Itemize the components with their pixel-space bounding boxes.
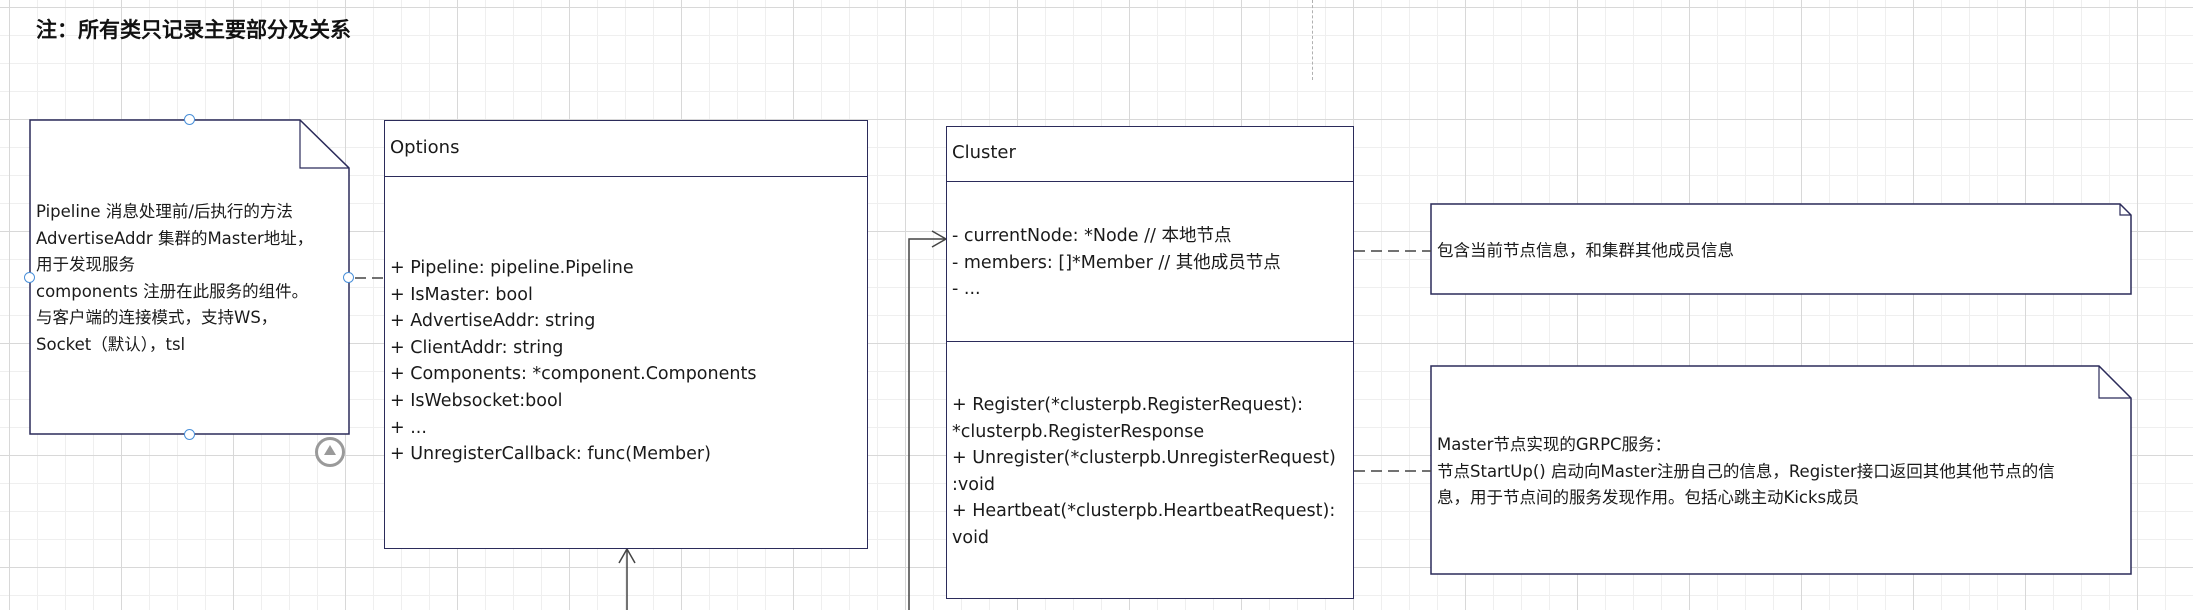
options-class-header: Options — [385, 121, 867, 177]
cluster-compartment-divider — [947, 341, 1353, 342]
resize-handle-top[interactable] — [184, 114, 195, 125]
cluster-class-methods: + Register(*clusterpb.RegisterRequest): … — [952, 392, 1336, 552]
cluster-methods-note-line: 息，用于节点间的服务发现作用。包括心跳主动Kicks成员 — [1437, 488, 1860, 507]
cluster-methods-note-text: Master节点实现的GRPC服务： 节点StartUp() 启动向Master… — [1437, 432, 2055, 512]
cluster-method: + Register(*clusterpb.RegisterRequest): — [952, 395, 1304, 415]
cluster-method: void — [952, 527, 990, 548]
cluster-field: - currentNode: *Node // 本地节点 — [952, 226, 1232, 246]
options-field: + IsMaster: bool — [390, 284, 533, 305]
cluster-field: - ... — [952, 279, 981, 300]
options-class-name: Options — [390, 137, 460, 158]
cluster-fields-note-text: 包含当前节点信息，和集群其他成员信息 — [1437, 241, 1734, 260]
options-field: + IsWebsocket:bool — [390, 390, 563, 411]
cluster-methods-note-line: Master节点实现的GRPC服务： — [1437, 435, 1672, 454]
cluster-methods-note-line: 节点StartUp() 启动向Master注册自己的信息，Register接口返… — [1437, 461, 2055, 481]
cluster-class-box[interactable]: Cluster - currentNode: *Node // 本地节点 - m… — [946, 126, 1354, 599]
cluster-class-name: Cluster — [952, 142, 1016, 163]
cluster-method: *clusterpb.RegisterResponse — [952, 421, 1205, 442]
pipeline-note-line: components 注册在此服务的组件。 — [36, 281, 309, 301]
cluster-class-header: Cluster — [947, 127, 1353, 182]
pipeline-note-shape — [29, 119, 350, 435]
options-class-fields: + Pipeline: pipeline.Pipeline + IsMaster… — [390, 255, 756, 468]
alignment-guide — [1312, 0, 1313, 80]
options-field: + AdvertiseAddr: string — [390, 311, 596, 332]
cluster-field: - members: []*Member // 其他成员节点 — [952, 252, 1281, 273]
options-field: + Pipeline: pipeline.Pipeline — [390, 258, 634, 278]
pipeline-note-line: AdvertiseAddr 集群的Master地址， — [36, 228, 314, 248]
options-association-arrow-head — [618, 547, 636, 564]
options-field: + Components: *component.Components — [390, 364, 757, 385]
options-class-box[interactable]: Options + Pipeline: pipeline.Pipeline + … — [384, 120, 868, 549]
options-field: + ClientAddr: string — [390, 337, 564, 358]
collapse-icon[interactable] — [315, 437, 345, 467]
resize-handle-bottom[interactable] — [184, 429, 195, 440]
cluster-method: :void — [952, 474, 995, 495]
options-field: + UnregisterCallback: func(Member) — [390, 444, 711, 465]
cluster-fields-note-shape — [1430, 203, 2132, 295]
cluster-association-arrow-line — [908, 238, 946, 610]
pipeline-note-line: Pipeline 消息处理前/后执行的方法 — [36, 202, 293, 221]
pipeline-note-line: 与客户端的连接模式，支持WS， — [36, 308, 278, 327]
cluster-methods-note-shape — [1430, 365, 2132, 575]
cluster-method: + Heartbeat(*clusterpb.HeartbeatRequest)… — [952, 501, 1336, 522]
resize-handle-right[interactable] — [343, 272, 354, 283]
cluster-class-fields: - currentNode: *Node // 本地节点 - members: … — [952, 223, 1281, 303]
pipeline-note-line: Socket（默认），tsl — [36, 334, 186, 354]
cluster-method: + Unregister(*clusterpb.UnregisterReques… — [952, 448, 1336, 469]
pipeline-note-line: 用于发现服务 — [36, 255, 135, 274]
cluster-fields-note-fold — [2119, 204, 2131, 216]
resize-handle-left[interactable] — [24, 272, 35, 283]
options-field: + ... — [390, 417, 427, 438]
pipeline-note-fold — [299, 120, 349, 169]
page-title: 注：所有类只记录主要部分及关系 — [36, 18, 351, 42]
cluster-methods-note-fold — [2098, 366, 2131, 399]
pipeline-note-text: Pipeline 消息处理前/后执行的方法 AdvertiseAddr 集群的M… — [36, 199, 313, 358]
